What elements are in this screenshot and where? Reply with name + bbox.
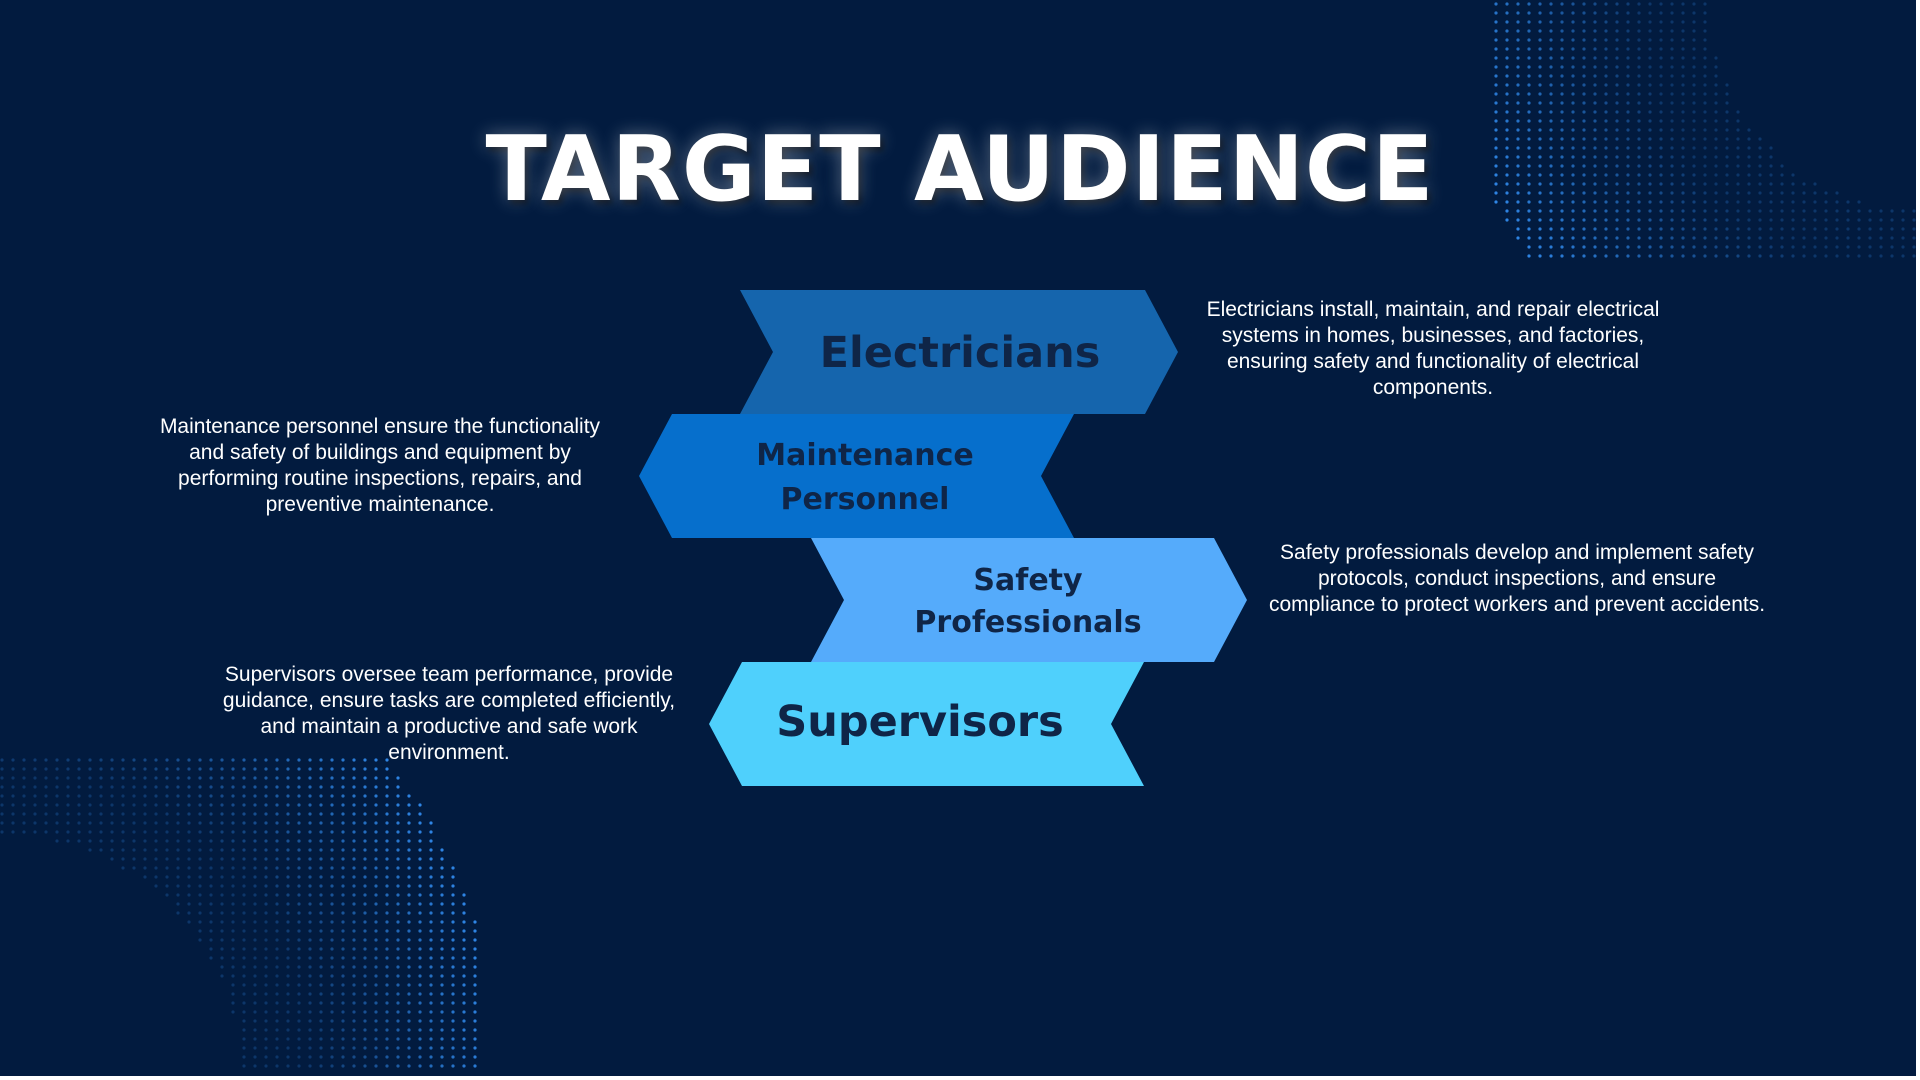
label-safety-professionals: Safety Professionals [914,563,1142,640]
chevron-electricians [740,290,1178,414]
label-electricians: Electricians [819,328,1101,378]
description-supervisors: Supervisors oversee team performance, pr… [222,663,676,764]
description-safety-professionals: Safety professionals develop and impleme… [1268,541,1766,616]
slide-title: TARGET AUDIENCE [485,117,1435,222]
chevron-maintenance-personnel [639,414,1074,538]
right-border [1916,0,1920,1080]
bottom-border [0,1076,1920,1080]
label-supervisors: Supervisors [776,697,1064,747]
chevron-safety-professionals [811,538,1247,662]
dot-pattern-top-right [1494,2,1916,258]
label-maintenance-personnel: Maintenance Personnel [756,438,974,517]
description-maintenance-personnel: Maintenance personnel ensure the functio… [159,415,601,516]
dot-pattern-bottom-left [0,758,477,1068]
chevron-supervisors [709,662,1144,786]
description-electricians: Electricians install, maintain, and repa… [1206,298,1660,399]
